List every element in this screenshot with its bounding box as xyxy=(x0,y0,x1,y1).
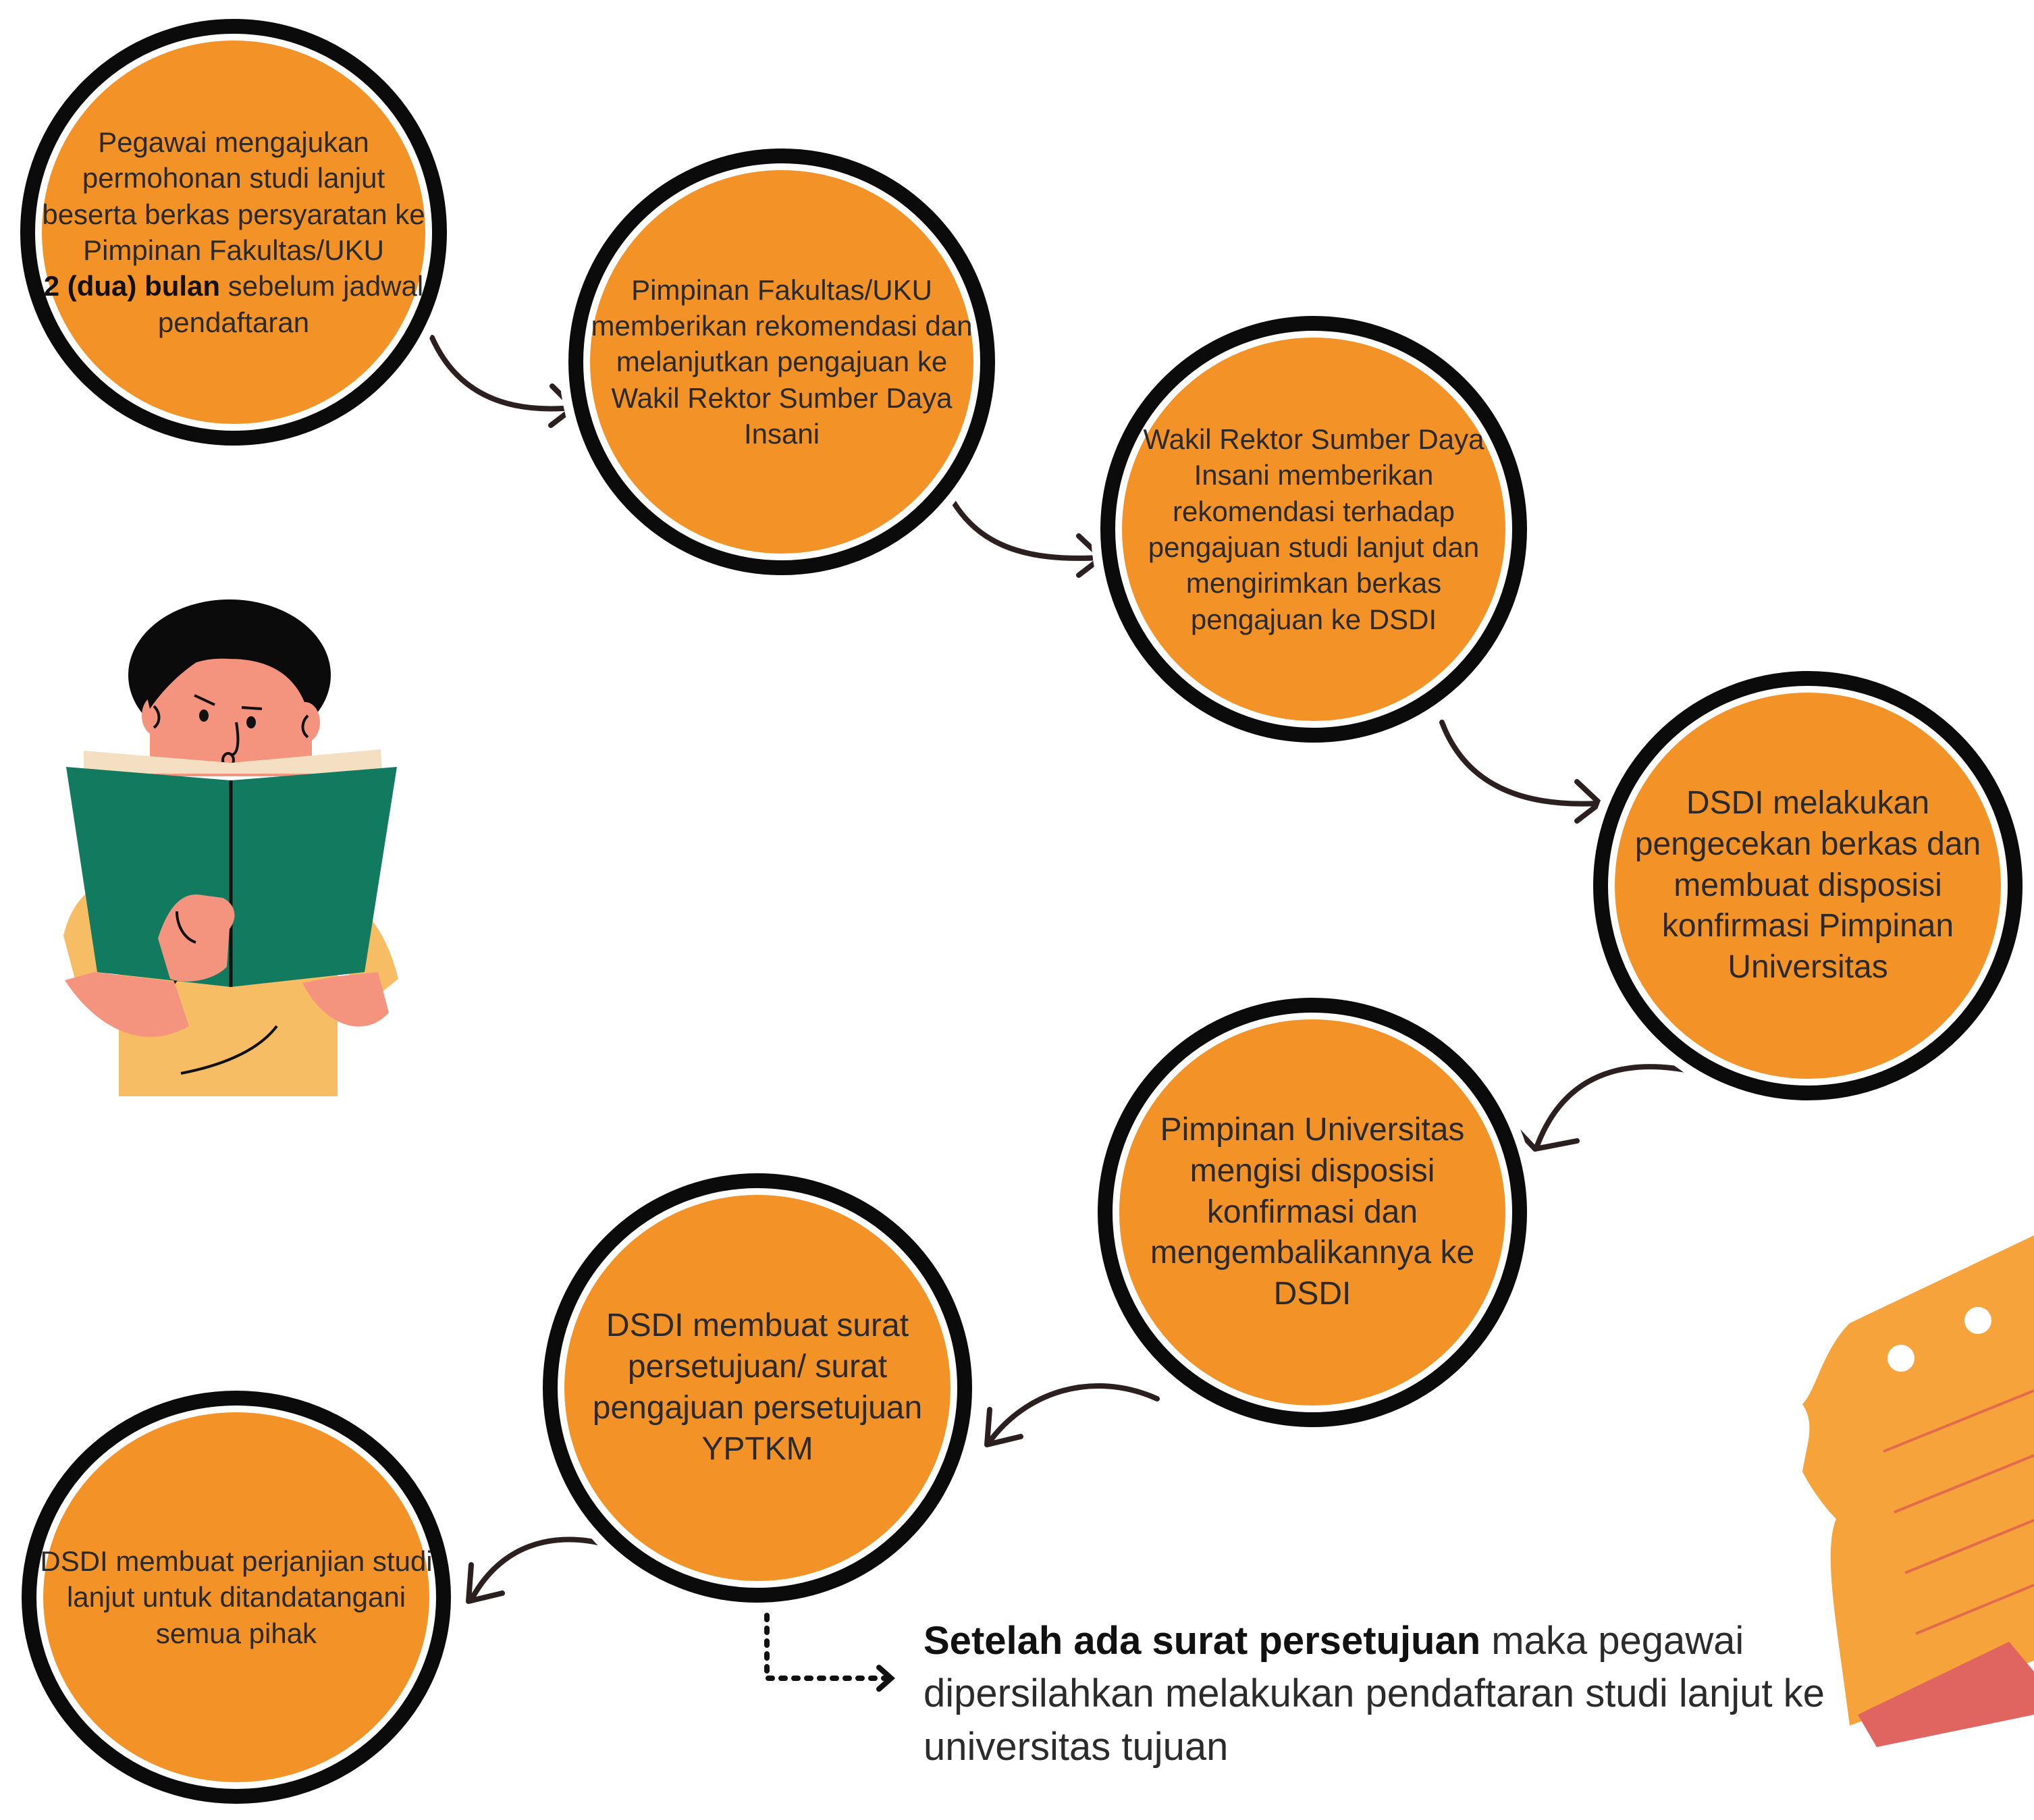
step-3-text: Wakil Rektor Sumber Daya Insani memberik… xyxy=(1143,423,1484,635)
closing-note-rest: maka pegawai dipersilahkan melakukan pen… xyxy=(924,1619,1825,1769)
step-3-circle: Wakil Rektor Sumber Daya Insani memberik… xyxy=(1091,306,1536,752)
step-1-deadline: 2 (dua) bulan xyxy=(43,270,221,302)
closing-note: Setelah ada surat persetujuan maka pegaw… xyxy=(924,1615,1882,1773)
closing-note-bold: Setelah ada surat persetujuan xyxy=(924,1619,1481,1663)
student-reading-illustration xyxy=(63,599,398,1096)
step-6-text: DSDI membuat surat persetujuan/ surat pe… xyxy=(592,1308,923,1467)
step-5-circle: Pimpinan Universitas mengisi disposisi k… xyxy=(1088,988,1536,1437)
step-2-circle: Pimpinan Fakultas/UKU memberikan rekomen… xyxy=(559,139,1005,585)
step-7-circle: DSDI membuat perjanjian studi lanjut unt… xyxy=(12,1381,460,1813)
arrow-1-to-2 xyxy=(429,335,577,428)
step-2-text: Pimpinan Fakultas/UKU memberikan rekomen… xyxy=(591,273,973,450)
step-1-circle: Pegawai mengajukan permohonan studi lanj… xyxy=(11,9,456,455)
step-4-text: DSDI melakukan pengecekan berkas dan mem… xyxy=(1634,784,1981,986)
arrow-5-to-6 xyxy=(984,1383,1160,1447)
step-5-text: Pimpinan Universitas mengisi disposisi k… xyxy=(1150,1111,1475,1312)
dotted-connector xyxy=(764,1600,896,1692)
step-1-text: Pegawai mengajukan permohonan studi lanj… xyxy=(42,126,425,338)
step-4-circle: DSDI melakukan pengecekan berkas dan mem… xyxy=(1584,662,2032,1110)
notepad-illustration xyxy=(1802,1235,2034,1747)
step-7-text: DSDI membuat perjanjian studi lanjut unt… xyxy=(40,1545,433,1649)
step-6-circle: DSDI membuat surat persetujuan/ surat pe… xyxy=(533,1164,982,1612)
